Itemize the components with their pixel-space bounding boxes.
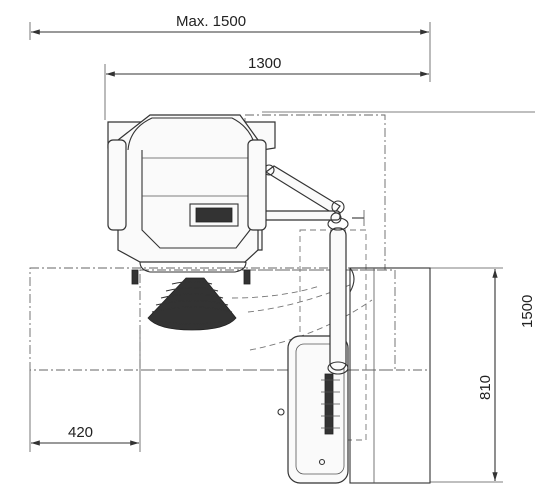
- column: [321, 217, 355, 435]
- dim-side-width-label: 1500: [519, 295, 535, 328]
- dim-offset: 420: [29, 330, 141, 452]
- base-cabinet: [277, 267, 431, 484]
- support-arms: [247, 164, 365, 226]
- dim-depth: 810: [430, 267, 503, 483]
- dim-offset-label: 420: [68, 424, 93, 441]
- dim-max-width: Max. 1500: [29, 13, 431, 82]
- foot-rest: [147, 277, 237, 331]
- chair-seat: [107, 114, 276, 285]
- dim-width-label: 1300: [248, 55, 281, 72]
- dim-max-width-label: Max. 1500: [176, 13, 246, 30]
- dim-width: 1300: [104, 55, 429, 120]
- dim-depth-label: 810: [477, 375, 494, 400]
- dim-side-width: 1500: [262, 111, 535, 328]
